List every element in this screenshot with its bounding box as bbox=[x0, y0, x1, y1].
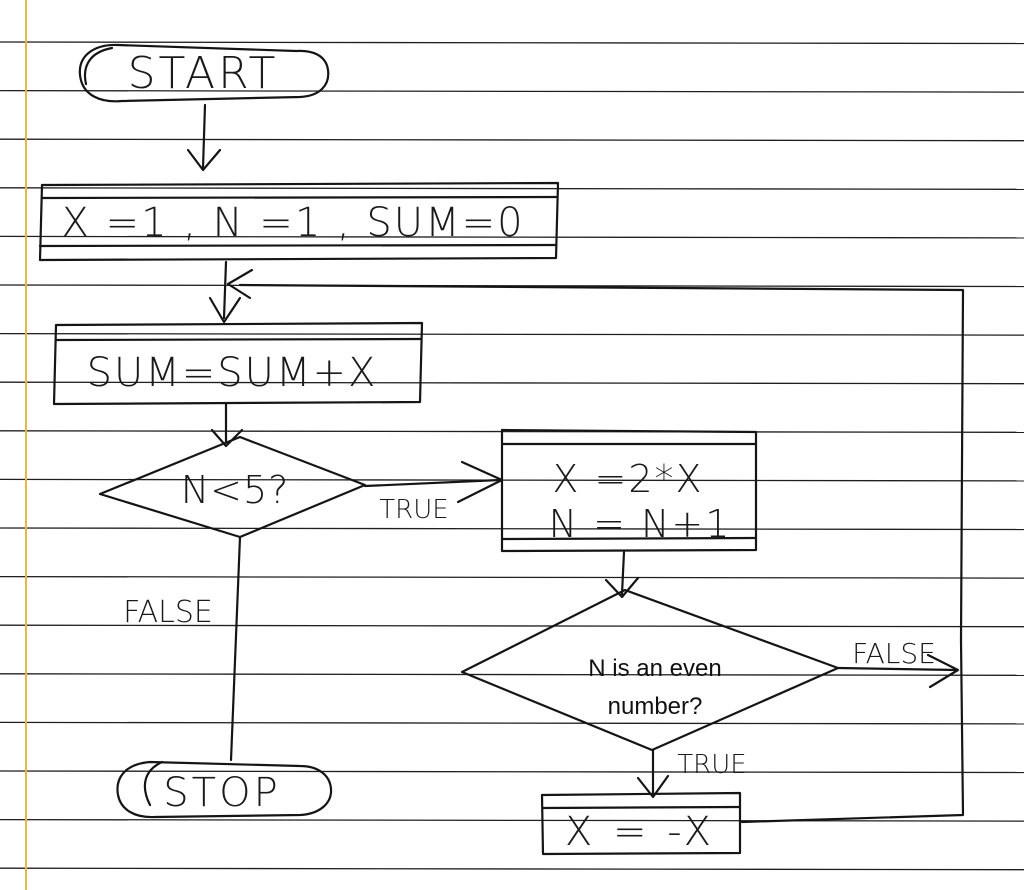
stop-label: STOP bbox=[163, 770, 280, 816]
start-label: START bbox=[128, 48, 279, 99]
arrow-start-to-init bbox=[186, 103, 222, 172]
rule-line bbox=[0, 430, 1024, 433]
rule-line bbox=[0, 721, 1024, 725]
rule-line bbox=[0, 770, 1024, 774]
sum-process-box: SUM=SUM+X bbox=[52, 321, 424, 406]
sum-label: SUM=SUM+X bbox=[87, 350, 378, 396]
decision-n-even: N is an even number? bbox=[460, 588, 840, 752]
rule-line bbox=[0, 673, 1024, 676]
update-line1: X =2*X bbox=[552, 457, 703, 501]
loop-back-line bbox=[226, 268, 965, 642]
rule-line bbox=[0, 478, 1024, 482]
arrow-true-to-update: TRUE bbox=[363, 460, 504, 525]
ruled-lines bbox=[0, 41, 1024, 871]
update-process-box: X =2*X N = N+1 bbox=[500, 428, 758, 553]
update-line2: N = N+1 bbox=[549, 502, 732, 546]
rule-line bbox=[0, 89, 1024, 93]
rule-line bbox=[0, 284, 1024, 288]
true-label-1: TRUE bbox=[379, 495, 448, 525]
line-false-to-stop: FALSE bbox=[123, 535, 242, 762]
rule-line bbox=[0, 381, 1024, 385]
true-label-2: TRUE bbox=[677, 750, 746, 780]
decision2-line2: number? bbox=[608, 693, 703, 720]
arrow-init-to-sum bbox=[208, 260, 242, 324]
decision1-label: N<5? bbox=[181, 468, 290, 512]
stop-terminator: STOP bbox=[116, 760, 333, 819]
rule-line bbox=[0, 527, 1024, 531]
init-process-box: X =1 , N =1 , SUM=0 bbox=[38, 181, 560, 262]
rule-line bbox=[0, 867, 1024, 871]
rule-line bbox=[0, 575, 1024, 579]
false-label-2: FALSE bbox=[852, 637, 936, 670]
rule-line bbox=[0, 332, 1024, 336]
rule-line bbox=[0, 624, 1024, 628]
rule-line bbox=[0, 187, 1024, 190]
rule-line bbox=[0, 138, 1024, 142]
arrow-sum-to-decision1 bbox=[210, 402, 244, 448]
rule-line bbox=[0, 235, 1024, 239]
arrow-false-to-loop: FALSE bbox=[836, 637, 960, 689]
rule-line bbox=[0, 41, 1024, 45]
decision-n-less-than-5: N<5? bbox=[98, 435, 367, 539]
init-label: X =1 , N =1 , SUM=0 bbox=[61, 200, 524, 246]
negate-label: X = -X bbox=[565, 809, 715, 855]
negate-process-box: X = -X bbox=[540, 791, 742, 856]
decision2-line1: N is an even bbox=[588, 655, 721, 682]
false-label-1: FALSE bbox=[123, 595, 213, 630]
rule-line bbox=[0, 818, 1024, 822]
start-terminator: START bbox=[78, 43, 330, 103]
arrow-true-to-negate: TRUE bbox=[636, 748, 747, 799]
arrow-update-to-decision2 bbox=[604, 550, 640, 599]
line-negate-to-loop bbox=[740, 638, 965, 824]
